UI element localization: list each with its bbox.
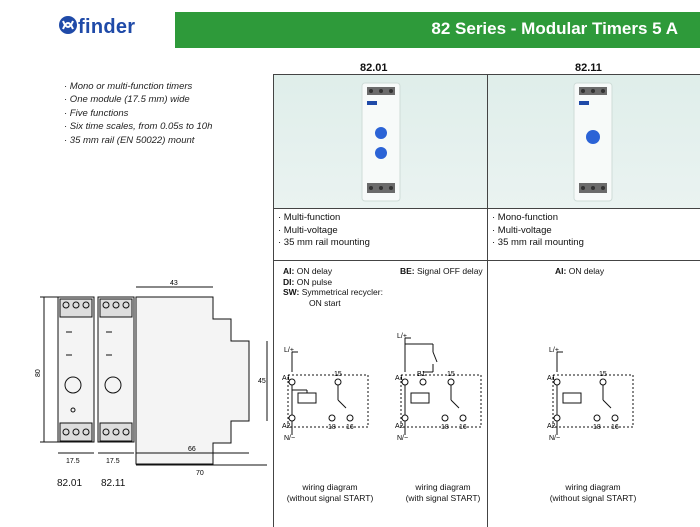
svg-text:A2: A2 <box>547 423 556 430</box>
function-sw-detail: ON start <box>309 297 341 308</box>
svg-text:L/+: L/+ <box>284 347 294 354</box>
product-feature: · 35 mm rail mounting <box>492 237 584 249</box>
svg-text:18: 18 <box>593 424 601 431</box>
brand-name: finder <box>78 16 136 38</box>
svg-text:A1: A1 <box>395 375 404 382</box>
svg-text:43: 43 <box>170 280 178 287</box>
svg-text:17.5: 17.5 <box>106 458 120 465</box>
column-divider <box>273 74 274 527</box>
svg-text:45: 45 <box>258 378 266 385</box>
function-di: DI: ON pulse <box>283 276 333 287</box>
feature-item: · Six time scales, from 0.05s to 10h <box>64 121 213 133</box>
feature-item: · One module (17.5 mm) wide <box>64 94 190 106</box>
svg-text:L/+: L/+ <box>549 347 559 354</box>
function-sw: SW: Symmetrical recycler: <box>283 287 383 297</box>
svg-text:A2: A2 <box>395 423 404 430</box>
svg-text:N/−: N/− <box>284 435 295 442</box>
svg-text:A2: A2 <box>282 423 291 430</box>
svg-text:15: 15 <box>334 371 342 378</box>
function-list-82-01: AI: ON delay DI: ON pulse SW: Symmetrica… <box>283 266 383 308</box>
svg-text:16: 16 <box>346 424 354 431</box>
product-code-82-01: 82.01 <box>360 62 388 74</box>
diagram-caption-2: wiring diagram (with signal START) <box>405 482 481 503</box>
svg-text:17.5: 17.5 <box>66 458 80 465</box>
svg-text:B1: B1 <box>417 371 426 378</box>
product-feature: · 35 mm rail mounting <box>278 237 370 249</box>
product-feature: · Multi-voltage <box>492 224 552 236</box>
column-divider <box>487 74 488 527</box>
row-divider <box>273 208 700 209</box>
function-be: BE: Signal OFF delay <box>400 266 483 276</box>
function-ai: AI: ON delay <box>283 266 333 276</box>
product-photo-82-01 <box>274 75 487 208</box>
svg-text:70: 70 <box>196 470 204 477</box>
svg-text:16: 16 <box>459 424 467 431</box>
timer-photo-icon <box>573 82 613 202</box>
finder-logo-icon <box>59 16 77 34</box>
product-feature: · Mono-function <box>492 212 559 223</box>
product-code-82-11: 82.11 <box>575 62 602 74</box>
feature-item: · Mono or multi-function timers <box>64 81 193 92</box>
dimension-drawing: 80 17.5 17.5 43 45 66 70 <box>35 280 268 477</box>
svg-text:L/+: L/+ <box>397 333 407 340</box>
svg-text:15: 15 <box>447 371 455 378</box>
svg-text:A1: A1 <box>282 375 291 382</box>
logo-area: finder <box>0 0 175 48</box>
diagram-caption-3: wiring diagram (without signal START) <box>549 482 637 503</box>
svg-text:18: 18 <box>328 424 336 431</box>
feature-list: · Mono or multi-function timers · One mo… <box>64 80 212 147</box>
feature-item: · Five functions <box>64 107 129 119</box>
svg-text:N/−: N/− <box>549 435 560 442</box>
row-divider <box>273 260 700 261</box>
diagram-caption-1: wiring diagram (without signal START) <box>286 482 374 503</box>
svg-text:80: 80 <box>35 369 42 377</box>
drawing-label-82-11: 82.11 <box>101 478 126 489</box>
drawing-label-82-01: 82.01 <box>57 478 83 489</box>
function-ai-82-11: AI: ON delay <box>555 266 605 276</box>
svg-text:A1: A1 <box>547 375 556 382</box>
svg-text:18: 18 <box>441 424 449 431</box>
product-feature: · Multi-function <box>278 212 341 223</box>
wiring-diagram-2: L/+ A1 B1 A2 15 18 16 N/− <box>395 333 482 442</box>
svg-text:16: 16 <box>611 424 619 431</box>
product-features-82-11: · Mono-function · Multi-voltage · 35 mm … <box>492 212 584 250</box>
wiring-diagram-1: L/+ A1 A2 15 18 16 N/− <box>282 347 369 442</box>
page-title: 82 Series - Modular Timers 5 A <box>431 19 678 38</box>
product-feature: · Multi-voltage <box>278 224 338 236</box>
svg-text:66: 66 <box>188 446 196 453</box>
feature-item: · 35 mm rail (EN 50022) mount <box>64 134 195 146</box>
row-divider <box>273 74 700 75</box>
product-features-82-01: · Multi-function · Multi-voltage · 35 mm… <box>278 212 370 250</box>
header-band <box>175 12 700 48</box>
timer-photo-icon <box>361 82 401 202</box>
svg-text:15: 15 <box>599 371 607 378</box>
wiring-diagram-3: L/+ A1 A2 15 18 16 N/− <box>547 347 634 442</box>
svg-text:N/−: N/− <box>397 435 408 442</box>
product-photo-82-11 <box>488 75 700 208</box>
